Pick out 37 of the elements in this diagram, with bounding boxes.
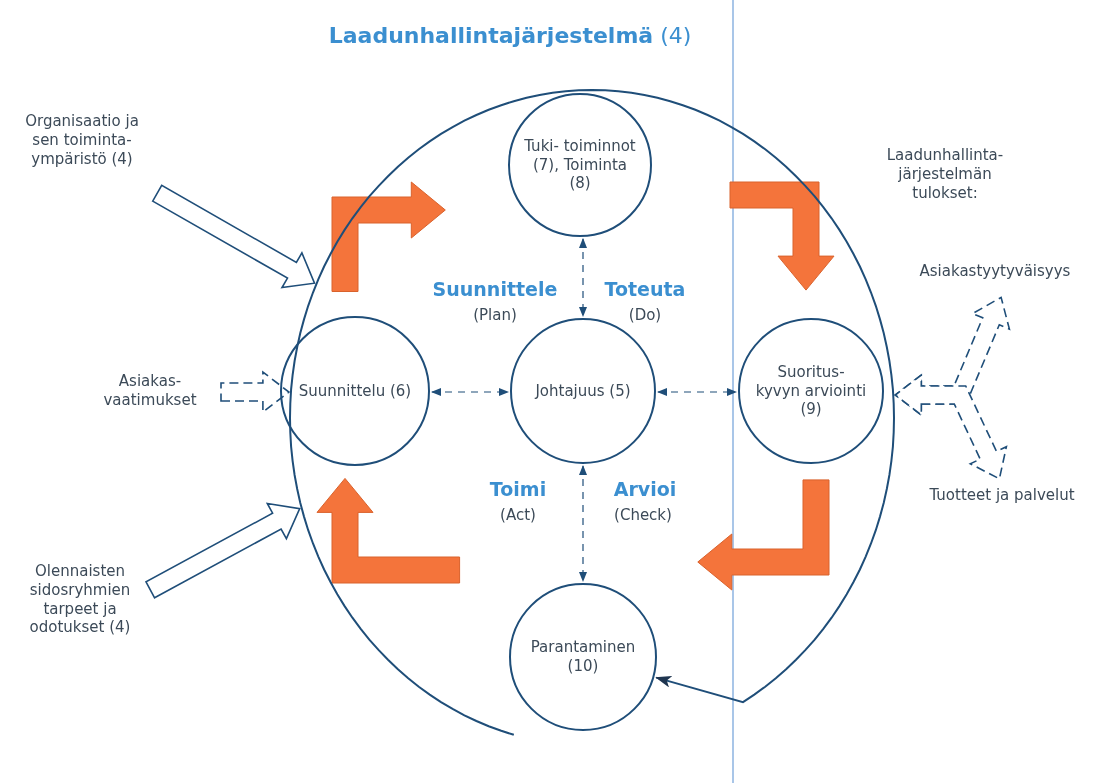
phase-title: Suunnittele (431, 278, 559, 302)
circle-label: Suunnittelu (6) (298, 381, 412, 401)
phase-subtitle: (Do) (627, 306, 663, 325)
phase-subtitle: (Plan) (472, 306, 518, 325)
dashed-arrow (657, 388, 737, 396)
cycle-arrow (316, 477, 461, 584)
circle-label: Suoritus- kyvyn arviointi (9) (754, 362, 868, 420)
phase-title: Toteuta (603, 278, 687, 302)
dashed-arrow (431, 388, 509, 396)
cycle-arrow (729, 181, 835, 291)
system-heading: Laadunhallintajärjestelmä (4) (327, 23, 693, 48)
phase-subtitle: Laadunhallinta- järjestelmän tulokset: (885, 146, 1005, 203)
arrow (655, 417, 895, 704)
dashed-arrow (579, 237, 587, 317)
block-arrow (151, 184, 316, 289)
circle-label: Johtajuus (5) (535, 381, 631, 401)
dashed-arrow (579, 465, 587, 582)
circle-label: Parantaminen (10) (529, 638, 637, 676)
process-circle (280, 316, 430, 466)
input-output-text: Asiakas- vaatimukset (85, 372, 215, 417)
dashed-block-arrow (220, 370, 291, 414)
process-circle (509, 583, 657, 731)
dashed-block-arrow (894, 373, 1008, 480)
phase-title: Arvioi (612, 478, 678, 502)
process-circle (738, 318, 884, 464)
input-output-text: Olennaisten sidosryhmien tarpeet ja odotukset (4) (15, 562, 145, 664)
phase-title: Toimi (488, 478, 548, 502)
input-output-text: Asiakastyytyväisyys (890, 262, 1100, 290)
process-circle (508, 93, 652, 237)
circle-label: Tuki- toiminnot (7), Toiminta (8) (523, 136, 637, 194)
cycle-arrow (697, 479, 830, 591)
block-arrow (144, 502, 301, 599)
phase-subtitle: (Act) (499, 506, 537, 525)
input-output-text: Tuotteet ja palvelut (900, 486, 1104, 514)
input-output-text: Organisaatio ja sen toiminta- ympäristö (4) (12, 112, 152, 194)
phase-subtitle: (Check) (613, 506, 673, 525)
cycle-arrow (331, 181, 446, 292)
